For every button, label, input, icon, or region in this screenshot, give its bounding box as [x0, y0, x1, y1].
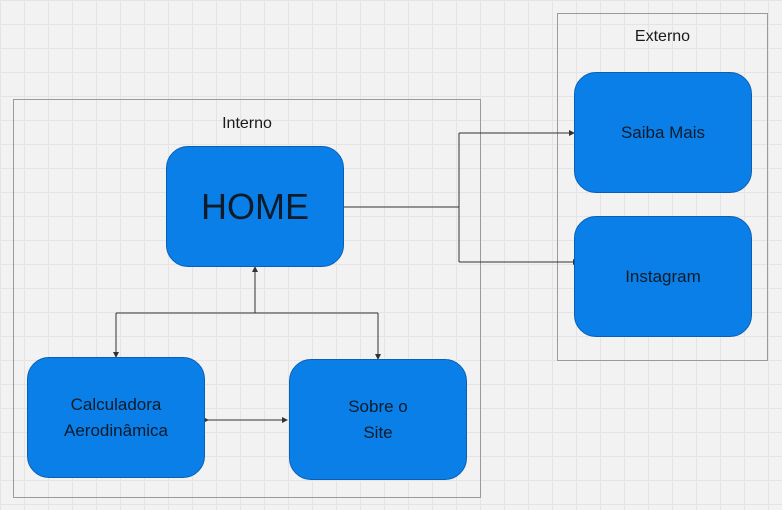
group-externo: Externo — [557, 13, 768, 361]
node-calculadora[interactable]: Calculadora Aerodinâmica — [27, 357, 205, 478]
node-home[interactable]: HOME — [166, 146, 344, 267]
group-interno-label: Interno — [222, 115, 272, 132]
node-sobre-o-site[interactable]: Sobre o Site — [289, 359, 467, 480]
group-externo-label: Externo — [634, 28, 691, 45]
node-saiba-mais[interactable]: Saiba Mais — [574, 72, 752, 193]
node-instagram[interactable]: Instagram — [574, 216, 752, 337]
group-interno: Interno — [13, 99, 481, 498]
